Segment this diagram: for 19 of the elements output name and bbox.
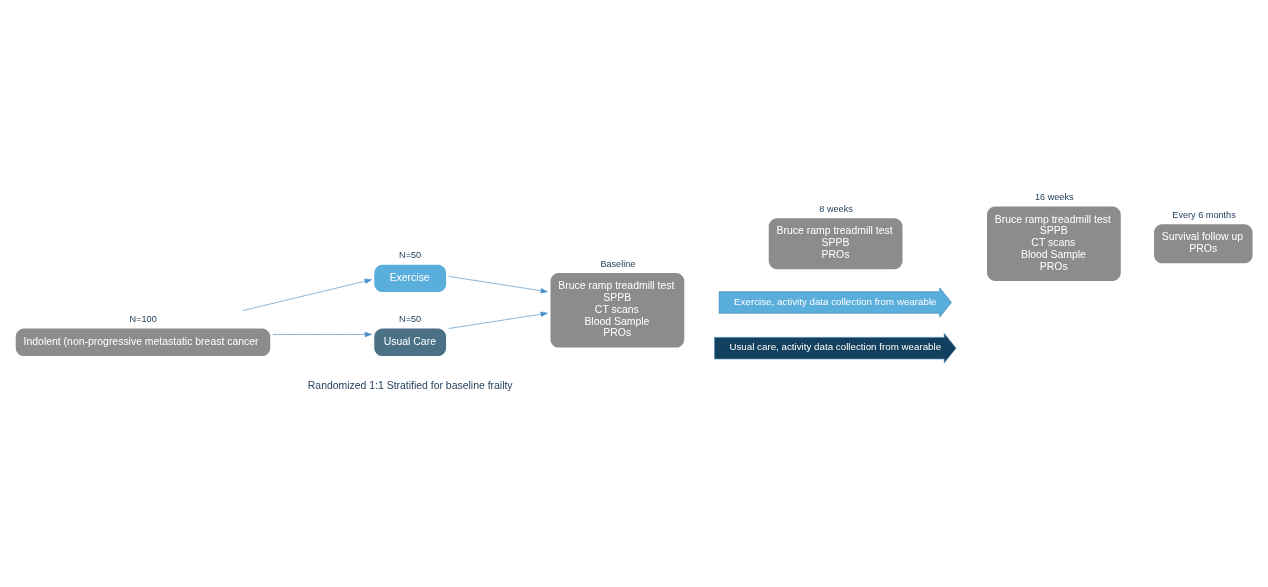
label: Randomized 1:1 Stratified for baseline frailty [307,380,513,392]
node-box: Bruce ramp treadmill test SPPB CT scans Blood Sample PROs [550,273,685,348]
node-label: N=100 [129,314,157,325]
node-label: N=50 [399,314,422,325]
node-label: 16 weeks [1034,192,1074,203]
arrow [448,276,548,294]
node-box: Exercise [374,264,447,293]
node-box: Bruce ramp treadmill test SPPB PROs [768,218,903,270]
node-box: Bruce ramp treadmill test SPPB CT scans Blood Sample PROs [987,206,1121,281]
node-label: N=50 [399,250,422,261]
node-label: Every 6 months [1172,209,1236,220]
node-box: Usual Care [374,328,447,356]
node-box: Indolent (non-progressive metastatic breast cancer [15,328,271,356]
node-label: Baseline [600,258,636,269]
arrow [272,331,372,338]
node-box: Survival follow up PROs [1154,224,1253,264]
arrow [242,278,372,311]
arrow [448,311,548,329]
node-label: 8 weeks [819,203,853,214]
